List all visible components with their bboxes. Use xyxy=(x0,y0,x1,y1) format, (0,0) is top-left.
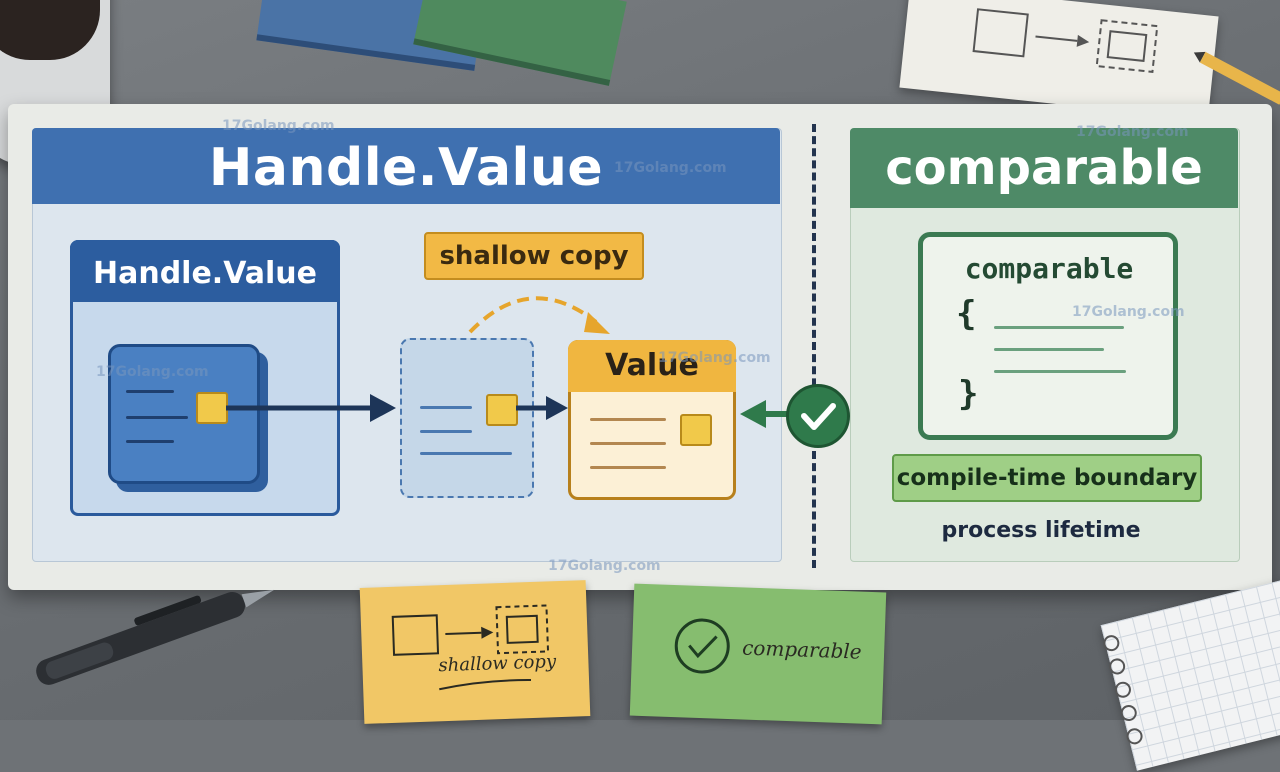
code-line-1 xyxy=(994,326,1124,329)
ghost-line-3 xyxy=(420,452,512,455)
ghost-line-1 xyxy=(420,406,472,409)
close-brace: } xyxy=(958,374,979,414)
value-line-2 xyxy=(590,442,666,445)
panel-divider xyxy=(812,124,816,568)
handle-value-title: Handle.Value xyxy=(208,138,604,198)
handle-box-title: Handle.Value xyxy=(92,256,318,291)
value-line-3 xyxy=(590,466,666,469)
cube-line-1 xyxy=(126,390,174,393)
sticky-note-yellow: shallow copy xyxy=(359,580,591,724)
watermark: 17Golang.com xyxy=(222,118,335,134)
notecard-sketch xyxy=(972,8,1159,73)
value-chip xyxy=(680,414,712,446)
cube-line-3 xyxy=(126,440,174,443)
ghost-line-2 xyxy=(420,430,472,433)
code-line-3 xyxy=(994,370,1126,373)
code-line-2 xyxy=(994,348,1104,351)
value-line-1 xyxy=(590,418,666,421)
arrow-check-to-value xyxy=(740,400,790,428)
compile-time-boundary-label: compile-time boundary xyxy=(892,454,1202,502)
watermark: 17Golang.com xyxy=(614,160,727,176)
code-box-title: comparable xyxy=(964,252,1134,285)
shallow-copy-label: shallow copy xyxy=(424,232,644,280)
value-box-header xyxy=(568,340,736,392)
yellow-note-sketch xyxy=(391,604,550,691)
cube-line-2 xyxy=(126,416,188,419)
handle-box-header xyxy=(70,240,340,302)
green-note-check-icon xyxy=(674,618,730,674)
sticky-note-green: comparable xyxy=(629,583,887,725)
green-note-text: comparable xyxy=(741,635,863,664)
handle-value-panel-header xyxy=(32,128,780,204)
shallow-copy-curve-arrow xyxy=(468,296,610,334)
notecard xyxy=(899,0,1219,120)
process-lifetime-label: process lifetime xyxy=(941,518,1141,543)
yellow-note-text: shallow copy xyxy=(438,651,557,677)
handle-cube xyxy=(108,344,260,484)
pencil xyxy=(1193,51,1280,105)
watermark: 17Golang.com xyxy=(96,364,209,380)
watermark: 17Golang.com xyxy=(1072,304,1185,320)
watermark: 17Golang.com xyxy=(658,350,771,366)
value-box-title: Value xyxy=(605,348,699,383)
watermark: 17Golang.com xyxy=(548,558,661,574)
arrow-handle-to-copy xyxy=(226,394,396,422)
watermark: 17Golang.com xyxy=(1076,124,1189,140)
comparable-title: comparable xyxy=(885,140,1203,196)
arrow-copy-to-value xyxy=(516,396,568,420)
check-badge xyxy=(786,384,850,448)
comparable-code-box xyxy=(918,232,1178,440)
comparable-panel-header xyxy=(850,128,1238,208)
pen xyxy=(36,589,275,685)
open-brace: { xyxy=(956,294,977,334)
check-icon xyxy=(801,403,836,430)
